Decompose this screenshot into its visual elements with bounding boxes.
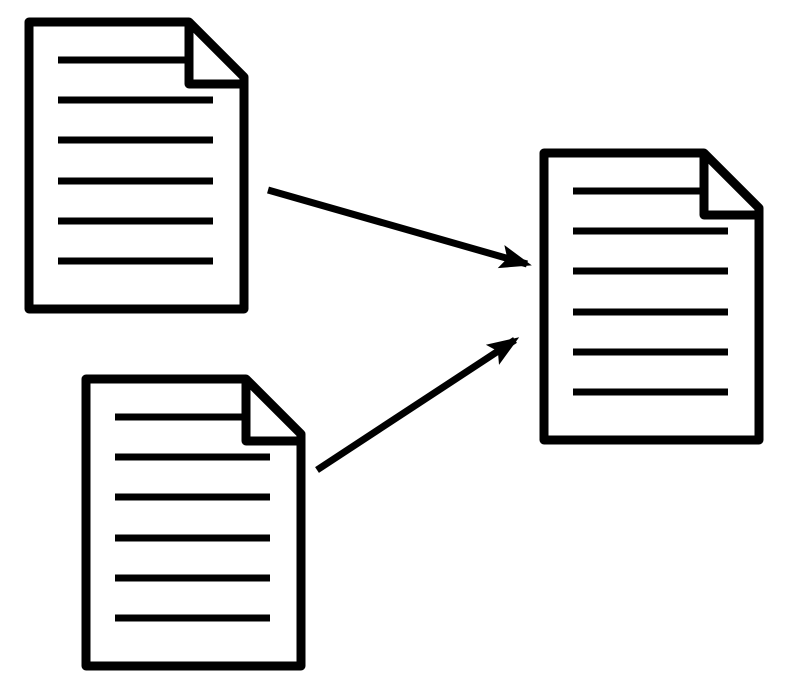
document-icon-target	[544, 153, 759, 440]
arrow-source-bottom-to-target	[315, 337, 520, 473]
document-icon-source-bottom	[86, 379, 301, 666]
arrow-source-top-to-target	[267, 186, 532, 269]
document-icon-source-top	[29, 22, 244, 309]
